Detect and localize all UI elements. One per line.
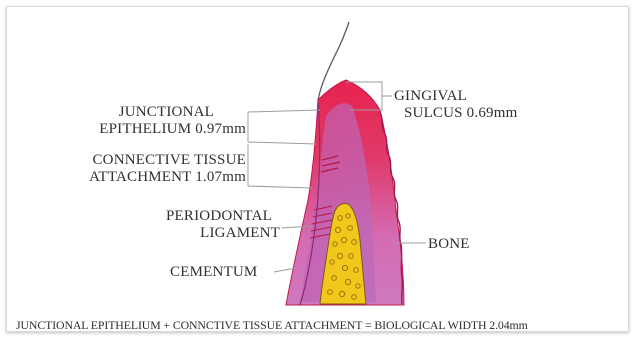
periodontal-label-line1: PERIODONTAL [140, 208, 280, 225]
gingival-sulcus-label: GINGIVAL SULCUS 0.69mm [394, 88, 517, 122]
periodontal-label-line2: LIGAMENT [140, 225, 280, 242]
bone-label: BONE [428, 236, 470, 253]
biological-width-caption: JUNCTIONAL EPITHELIUM + CONNCTIVE TISSUE… [16, 318, 528, 332]
junctional-label-line2: EPITHELIUM 0.97mm [70, 121, 246, 138]
connective-label-line1: CONNECTIVE TISSUE [56, 152, 246, 169]
gingival-label-line1: GINGIVAL [394, 88, 517, 105]
connective-tissue-label: CONNECTIVE TISSUE ATTACHMENT 1.07mm [56, 152, 246, 186]
connective-label-line2: ATTACHMENT 1.07mm [56, 169, 246, 186]
gingival-label-line2: SULCUS 0.69mm [394, 105, 517, 122]
cementum-label: CEMENTUM [170, 264, 257, 281]
junctional-label-line1: JUNCTIONAL [70, 104, 246, 121]
periodontal-ligament-label: PERIODONTAL LIGAMENT [140, 208, 280, 242]
junctional-epithelium-label: JUNCTIONAL EPITHELIUM 0.97mm [70, 104, 246, 138]
